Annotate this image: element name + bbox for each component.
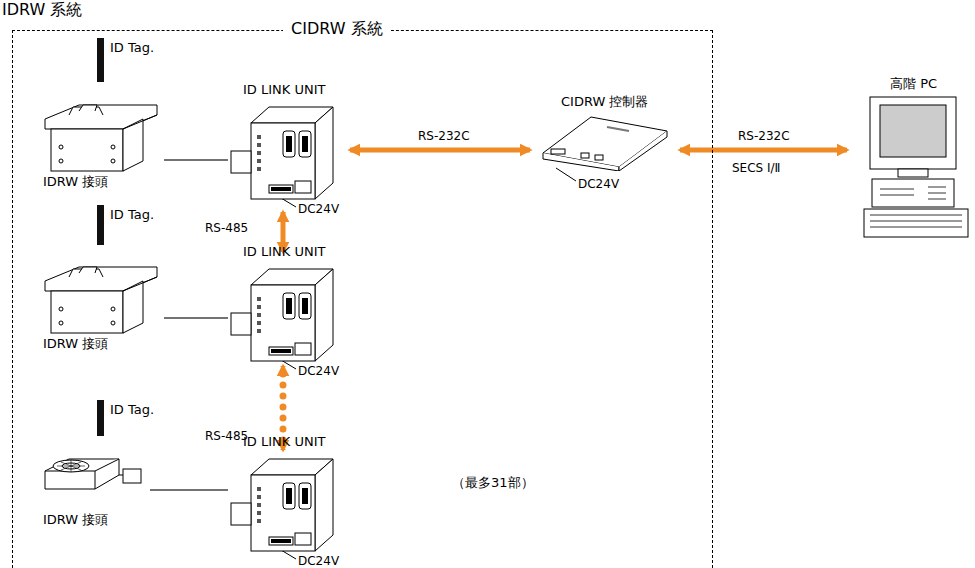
controller-drawing: [541, 113, 669, 171]
head-cable: [164, 159, 228, 161]
boundary-title: CIDRW 系統: [283, 19, 391, 39]
tag-label: ID Tag.: [110, 207, 154, 223]
diagram-title: IDRW 系統: [2, 0, 82, 20]
power-label: DC24V: [578, 176, 619, 192]
link-unit-drawing: [229, 101, 339, 201]
comm-link-arrow: [350, 148, 530, 153]
link-node: ID LINK UNIT: [229, 263, 339, 363]
link-node: ID LINK UNIT: [229, 453, 339, 553]
link-label: RS-232C: [418, 128, 470, 144]
link-label: RS-485: [205, 428, 248, 444]
arrow-head: [281, 449, 286, 450]
tag-label: ID Tag.: [110, 40, 154, 56]
power-label: DC24V: [298, 363, 339, 379]
link-label: RS-485: [205, 220, 248, 236]
link-label: RS-232C: [738, 128, 790, 144]
head-node: IDRW 接頭: [39, 251, 163, 335]
link-unit-drawing: [229, 453, 339, 553]
node-label: ID LINK UNIT: [243, 244, 325, 260]
link-node: ID LINK UNIT: [229, 101, 339, 201]
link-unit-drawing: [229, 263, 339, 363]
reader-head-drawing: [39, 441, 149, 511]
fan-node: IDRW 接頭: [39, 441, 149, 511]
power-label: DC24V: [298, 201, 339, 217]
system-boundary: CIDRW 系統IDRW 接頭ID LINK UNITCIDRW 控制器IDRW…: [12, 30, 713, 568]
node-label: ID LINK UNIT: [243, 82, 325, 98]
pc-node: 高階 PC: [858, 95, 970, 240]
id-tag-bars: [97, 38, 104, 436]
reader-head-drawing: [39, 251, 163, 335]
node-label: CIDRW 控制器: [561, 94, 648, 110]
host-pc-drawing: [858, 95, 970, 240]
head-node: IDRW 接頭: [39, 89, 163, 173]
power-label: DC24V: [298, 553, 339, 568]
head-cable: [150, 489, 228, 491]
comm-link-arrow: [680, 148, 847, 153]
arrow-head: [281, 366, 286, 367]
node-label: IDRW 接頭: [43, 174, 108, 190]
count-note: （最多31部）: [452, 475, 534, 491]
tag-label: ID Tag.: [110, 402, 154, 418]
ctrl-node: CIDRW 控制器: [541, 113, 669, 171]
protocol-label: SECS I/Ⅱ: [732, 160, 781, 176]
node-label: IDRW 接頭: [43, 336, 108, 352]
head-cable: [164, 317, 228, 319]
power-leaders: [276, 168, 576, 559]
comm-link-arrow: [280, 374, 287, 442]
node-label: ID LINK UNIT: [243, 434, 325, 450]
node-label: IDRW 接頭: [43, 512, 108, 528]
reader-head-drawing: [39, 89, 163, 173]
node-label: 高階 PC: [890, 76, 937, 92]
